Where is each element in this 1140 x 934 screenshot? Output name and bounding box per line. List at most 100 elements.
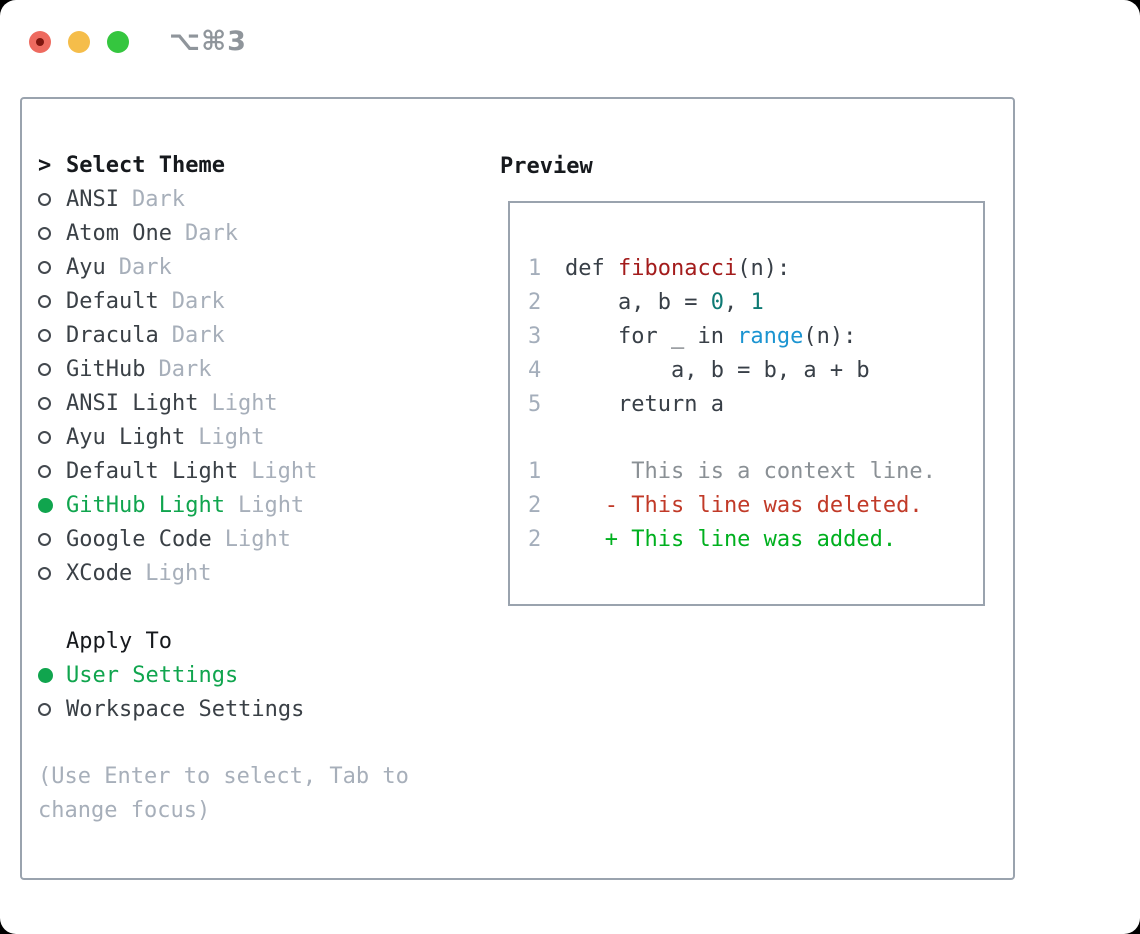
theme-option-ayu[interactable]: Ayu Dark	[38, 250, 442, 284]
radio-icon	[38, 192, 51, 206]
code-line: 3 for _ in range(n):	[528, 319, 983, 353]
apply-to-title: Apply To	[66, 628, 172, 654]
line-number: 1	[528, 458, 542, 484]
radio-icon	[38, 226, 51, 240]
radio-icon	[38, 566, 51, 580]
theme-name: GitHub	[66, 356, 146, 382]
line-number: 2	[528, 289, 542, 315]
radio-marker	[38, 396, 66, 410]
window-title: ⌥⌘3	[169, 26, 247, 57]
spacer	[38, 590, 442, 624]
radio-icon	[38, 328, 51, 342]
theme-option-github-light[interactable]: GitHub Light Light	[38, 488, 442, 522]
theme-variant: Dark	[171, 288, 225, 314]
theme-variant: Light	[224, 526, 291, 552]
apply-option-label: User Settings	[66, 662, 239, 688]
line-number: 3	[528, 323, 542, 349]
code-text: return a	[565, 392, 724, 417]
radio-marker	[38, 226, 66, 240]
radio-selected-icon	[38, 667, 53, 683]
radio-marker	[38, 464, 66, 478]
theme-name: Default Light	[66, 458, 239, 484]
theme-variant: Light	[251, 458, 318, 484]
radio-icon	[38, 464, 51, 478]
code-segment-default: (n):	[803, 323, 857, 349]
diff-line-added: 2 + This line was added.	[528, 522, 983, 556]
code-line: 5 return a	[528, 387, 983, 421]
titlebar: ⌥⌘3	[29, 26, 247, 57]
diff-text-added: + This line was added.	[565, 526, 897, 552]
radio-marker	[38, 702, 66, 716]
theme-variant: Light	[145, 560, 212, 586]
diff-text-context: This is a context line.	[565, 458, 936, 484]
theme-variant: Dark	[118, 254, 172, 280]
code-segment-builtin: range	[737, 323, 804, 349]
theme-name: ANSI Light	[66, 390, 199, 416]
radio-marker	[38, 294, 66, 308]
diff-text-deleted: - This line was deleted.	[565, 492, 923, 518]
code-segment-default: (n):	[737, 255, 791, 281]
apply-to-header: Apply To	[38, 624, 442, 658]
radio-marker	[38, 328, 66, 342]
theme-variant: Dark	[171, 322, 225, 348]
apply-option-workspace-settings[interactable]: Workspace Settings	[38, 692, 442, 726]
diff-line-deleted: 2 - This line was deleted.	[528, 488, 983, 522]
code-segment-default: return a	[565, 391, 724, 417]
radio-marker	[38, 532, 66, 546]
radio-marker	[38, 430, 66, 444]
line-number: 2	[528, 492, 542, 518]
theme-name: Google Code	[66, 526, 212, 552]
radio-marker	[38, 667, 66, 683]
radio-marker	[38, 362, 66, 376]
code-segment-default: def	[565, 255, 618, 281]
radio-icon	[38, 396, 51, 410]
code-text: for _ in range(n):	[565, 324, 856, 349]
zoom-button[interactable]	[107, 30, 129, 53]
line-number: 4	[528, 357, 542, 383]
theme-list-header: > Select Theme	[38, 148, 442, 182]
theme-option-github[interactable]: GitHub Dark	[38, 352, 442, 386]
code-text: a, b = 0, 1	[565, 290, 764, 315]
radio-icon	[38, 294, 51, 308]
code-segment-default: a, b =	[565, 289, 711, 315]
radio-icon	[38, 702, 51, 716]
radio-icon	[38, 260, 51, 274]
apply-option-user-settings[interactable]: User Settings	[38, 658, 442, 692]
code-segment-function: fibonacci	[617, 255, 738, 281]
spacer	[38, 726, 442, 760]
theme-name: Atom One	[66, 220, 172, 246]
code-segment-literal: 1	[750, 289, 764, 315]
theme-name: Ayu	[66, 254, 106, 280]
theme-option-google-code[interactable]: Google Code Light	[38, 522, 442, 556]
theme-variant: Light	[237, 492, 305, 518]
code-segment-default: a, b = b, a + b	[565, 357, 870, 383]
radio-marker	[38, 260, 66, 274]
minimize-button[interactable]	[68, 30, 90, 53]
theme-variant: Light	[198, 424, 265, 450]
hint-text: (Use Enter to select, Tab to change focu…	[38, 764, 409, 823]
radio-marker	[38, 192, 66, 206]
close-button[interactable]	[29, 30, 51, 53]
radio-marker	[38, 566, 66, 580]
theme-option-default-light[interactable]: Default Light Light	[38, 454, 442, 488]
diff-line-context: 1 This is a context line.	[528, 454, 983, 488]
radio-icon	[38, 430, 51, 444]
theme-variant: Dark	[158, 356, 212, 382]
preview-header: Preview	[500, 149, 593, 183]
code-line: 4 a, b = b, a + b	[528, 353, 983, 387]
line-number: 2	[528, 526, 542, 552]
theme-name: GitHub Light	[66, 492, 225, 518]
